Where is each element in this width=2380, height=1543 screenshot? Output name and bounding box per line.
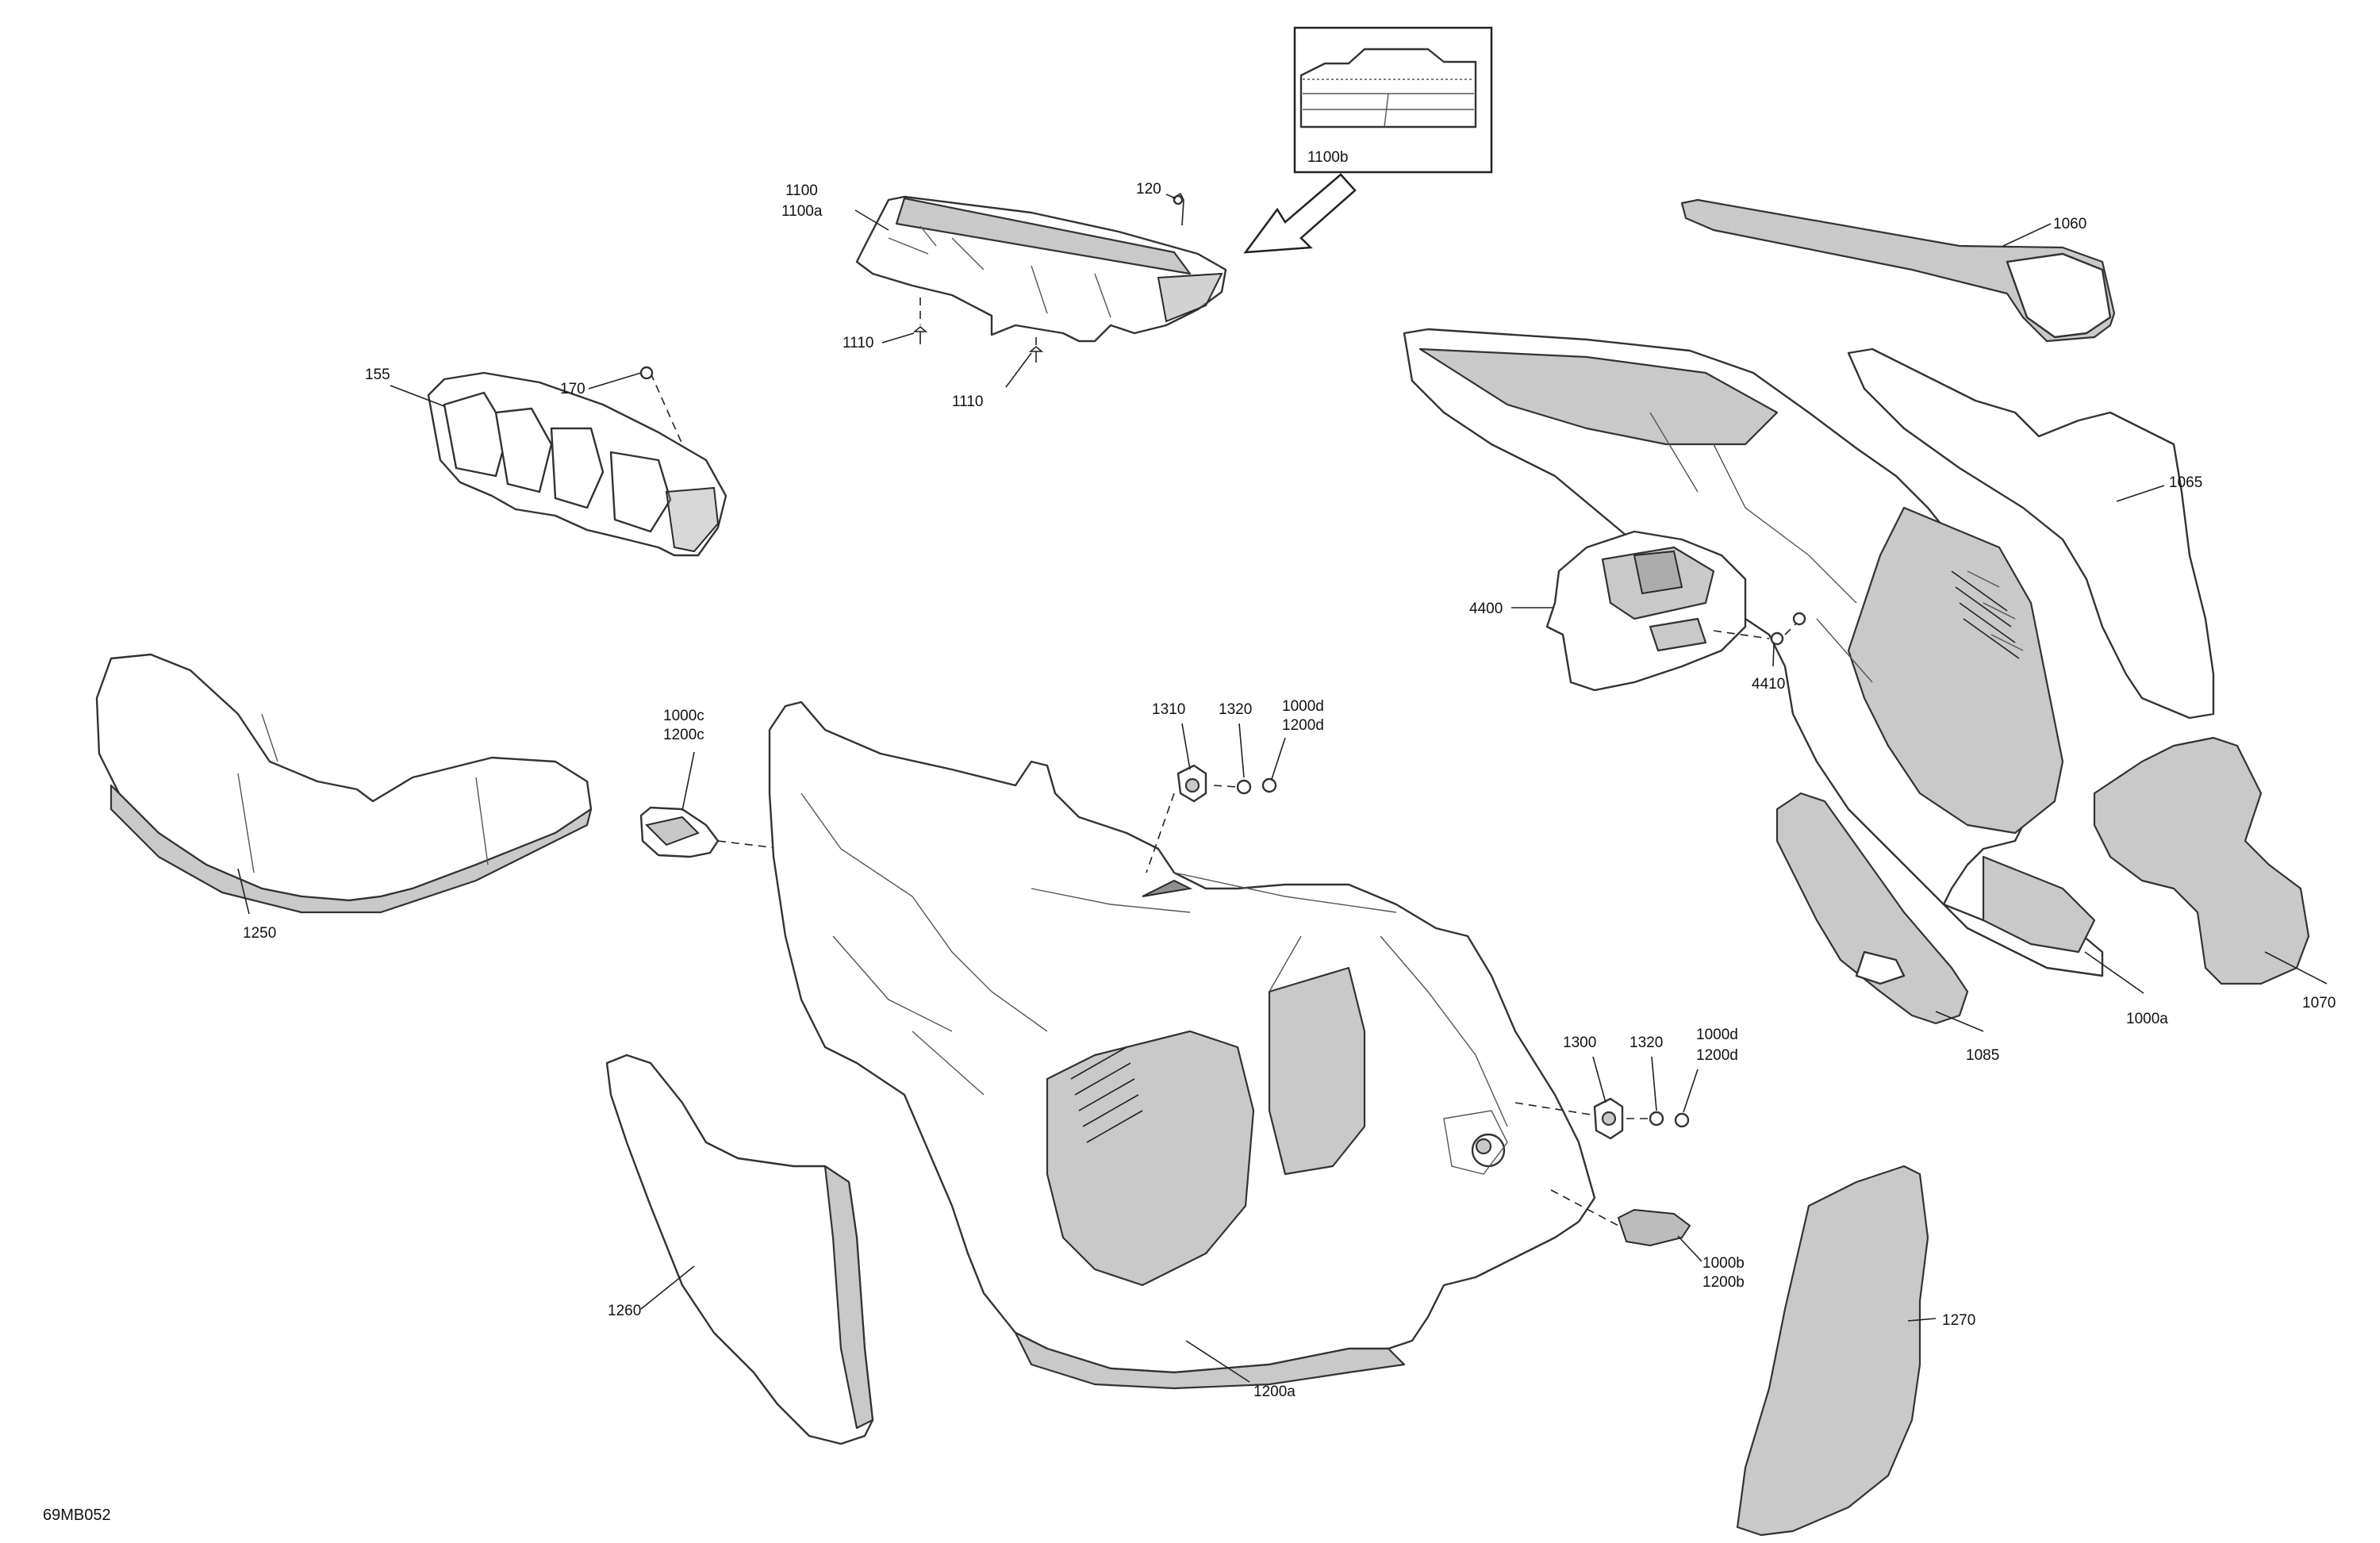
callout-170: 170 [560,381,585,397]
callout-120: 120 [1136,181,1161,198]
part-1100-housing [855,195,1227,343]
callout-1000d-a: 1000d [1282,698,1324,715]
callout-1000b: 1000b [1702,1255,1745,1272]
callout-labels: 1100 1100a 120 1110 1110 155 170 1060 10… [243,181,2336,1400]
callout-1200b: 1200b [1702,1274,1745,1291]
part-1270-panel [1736,1165,1929,1537]
callout-1070: 1070 [2302,995,2336,1011]
callout-1300: 1300 [1563,1034,1596,1051]
leader-lines [237,194,2328,1383]
callout-1200c: 1200c [663,727,704,743]
inset-decal-detail: 1100b [1293,26,1493,174]
view-direction-arrow [1243,173,1357,254]
fastener-4410-b [1792,612,1806,626]
callout-1100a: 1100a [781,203,823,220]
part-4400-module [1545,530,1747,692]
fastener-1300-group [1514,1097,1690,1140]
part-1200a-body [768,700,1596,1390]
part-1250-fairing [95,653,593,914]
part-1260-panel [605,1054,874,1445]
part-1000a-fender [1403,328,2104,977]
callout-155: 155 [365,367,390,383]
fastener-1310-group [1146,764,1277,873]
callout-1320-b: 1320 [1630,1034,1663,1051]
part-1000b-bracket [1550,1189,1691,1247]
callout-1000c: 1000c [663,708,704,724]
callout-1110-a: 1110 [843,335,873,351]
callout-1065: 1065 [2169,474,2202,491]
callout-1060: 1060 [2053,216,2086,232]
inset-label: 1100b [1307,149,1348,166]
part-1060-strip [1680,198,2116,343]
fastener-170 [639,366,654,380]
part-1065-panel [1847,347,2215,720]
callout-1200a: 1200a [1253,1384,1296,1400]
callout-1100: 1100 [785,182,818,199]
callout-1260: 1260 [608,1303,641,1319]
callout-1320-a: 1320 [1219,701,1252,718]
part-1000c-bracket [639,806,720,858]
part-1085-wedge [1775,792,1969,1025]
part-155-lens-bracket [427,371,727,557]
diagram-reference-id: 69MB052 [43,1507,111,1524]
callout-1310: 1310 [1152,701,1185,718]
callout-1250: 1250 [243,925,276,942]
callout-1000d-b: 1000d [1696,1027,1738,1043]
callout-1200d-b: 1200d [1696,1047,1738,1064]
fastener-1110-a [912,325,928,344]
callout-1110-b: 1110 [952,393,983,410]
fastener-1110-b [1028,345,1044,363]
fastener-4410-a [1770,631,1784,646]
callout-1000a: 1000a [2126,1011,2168,1027]
callout-1270: 1270 [1942,1312,1975,1329]
callout-4410: 4410 [1752,676,1785,693]
part-1070-wedge [2093,736,2310,985]
callout-1200d-a: 1200d [1282,717,1324,734]
callout-4400: 4400 [1469,601,1503,617]
callout-1085: 1085 [1966,1047,1999,1064]
